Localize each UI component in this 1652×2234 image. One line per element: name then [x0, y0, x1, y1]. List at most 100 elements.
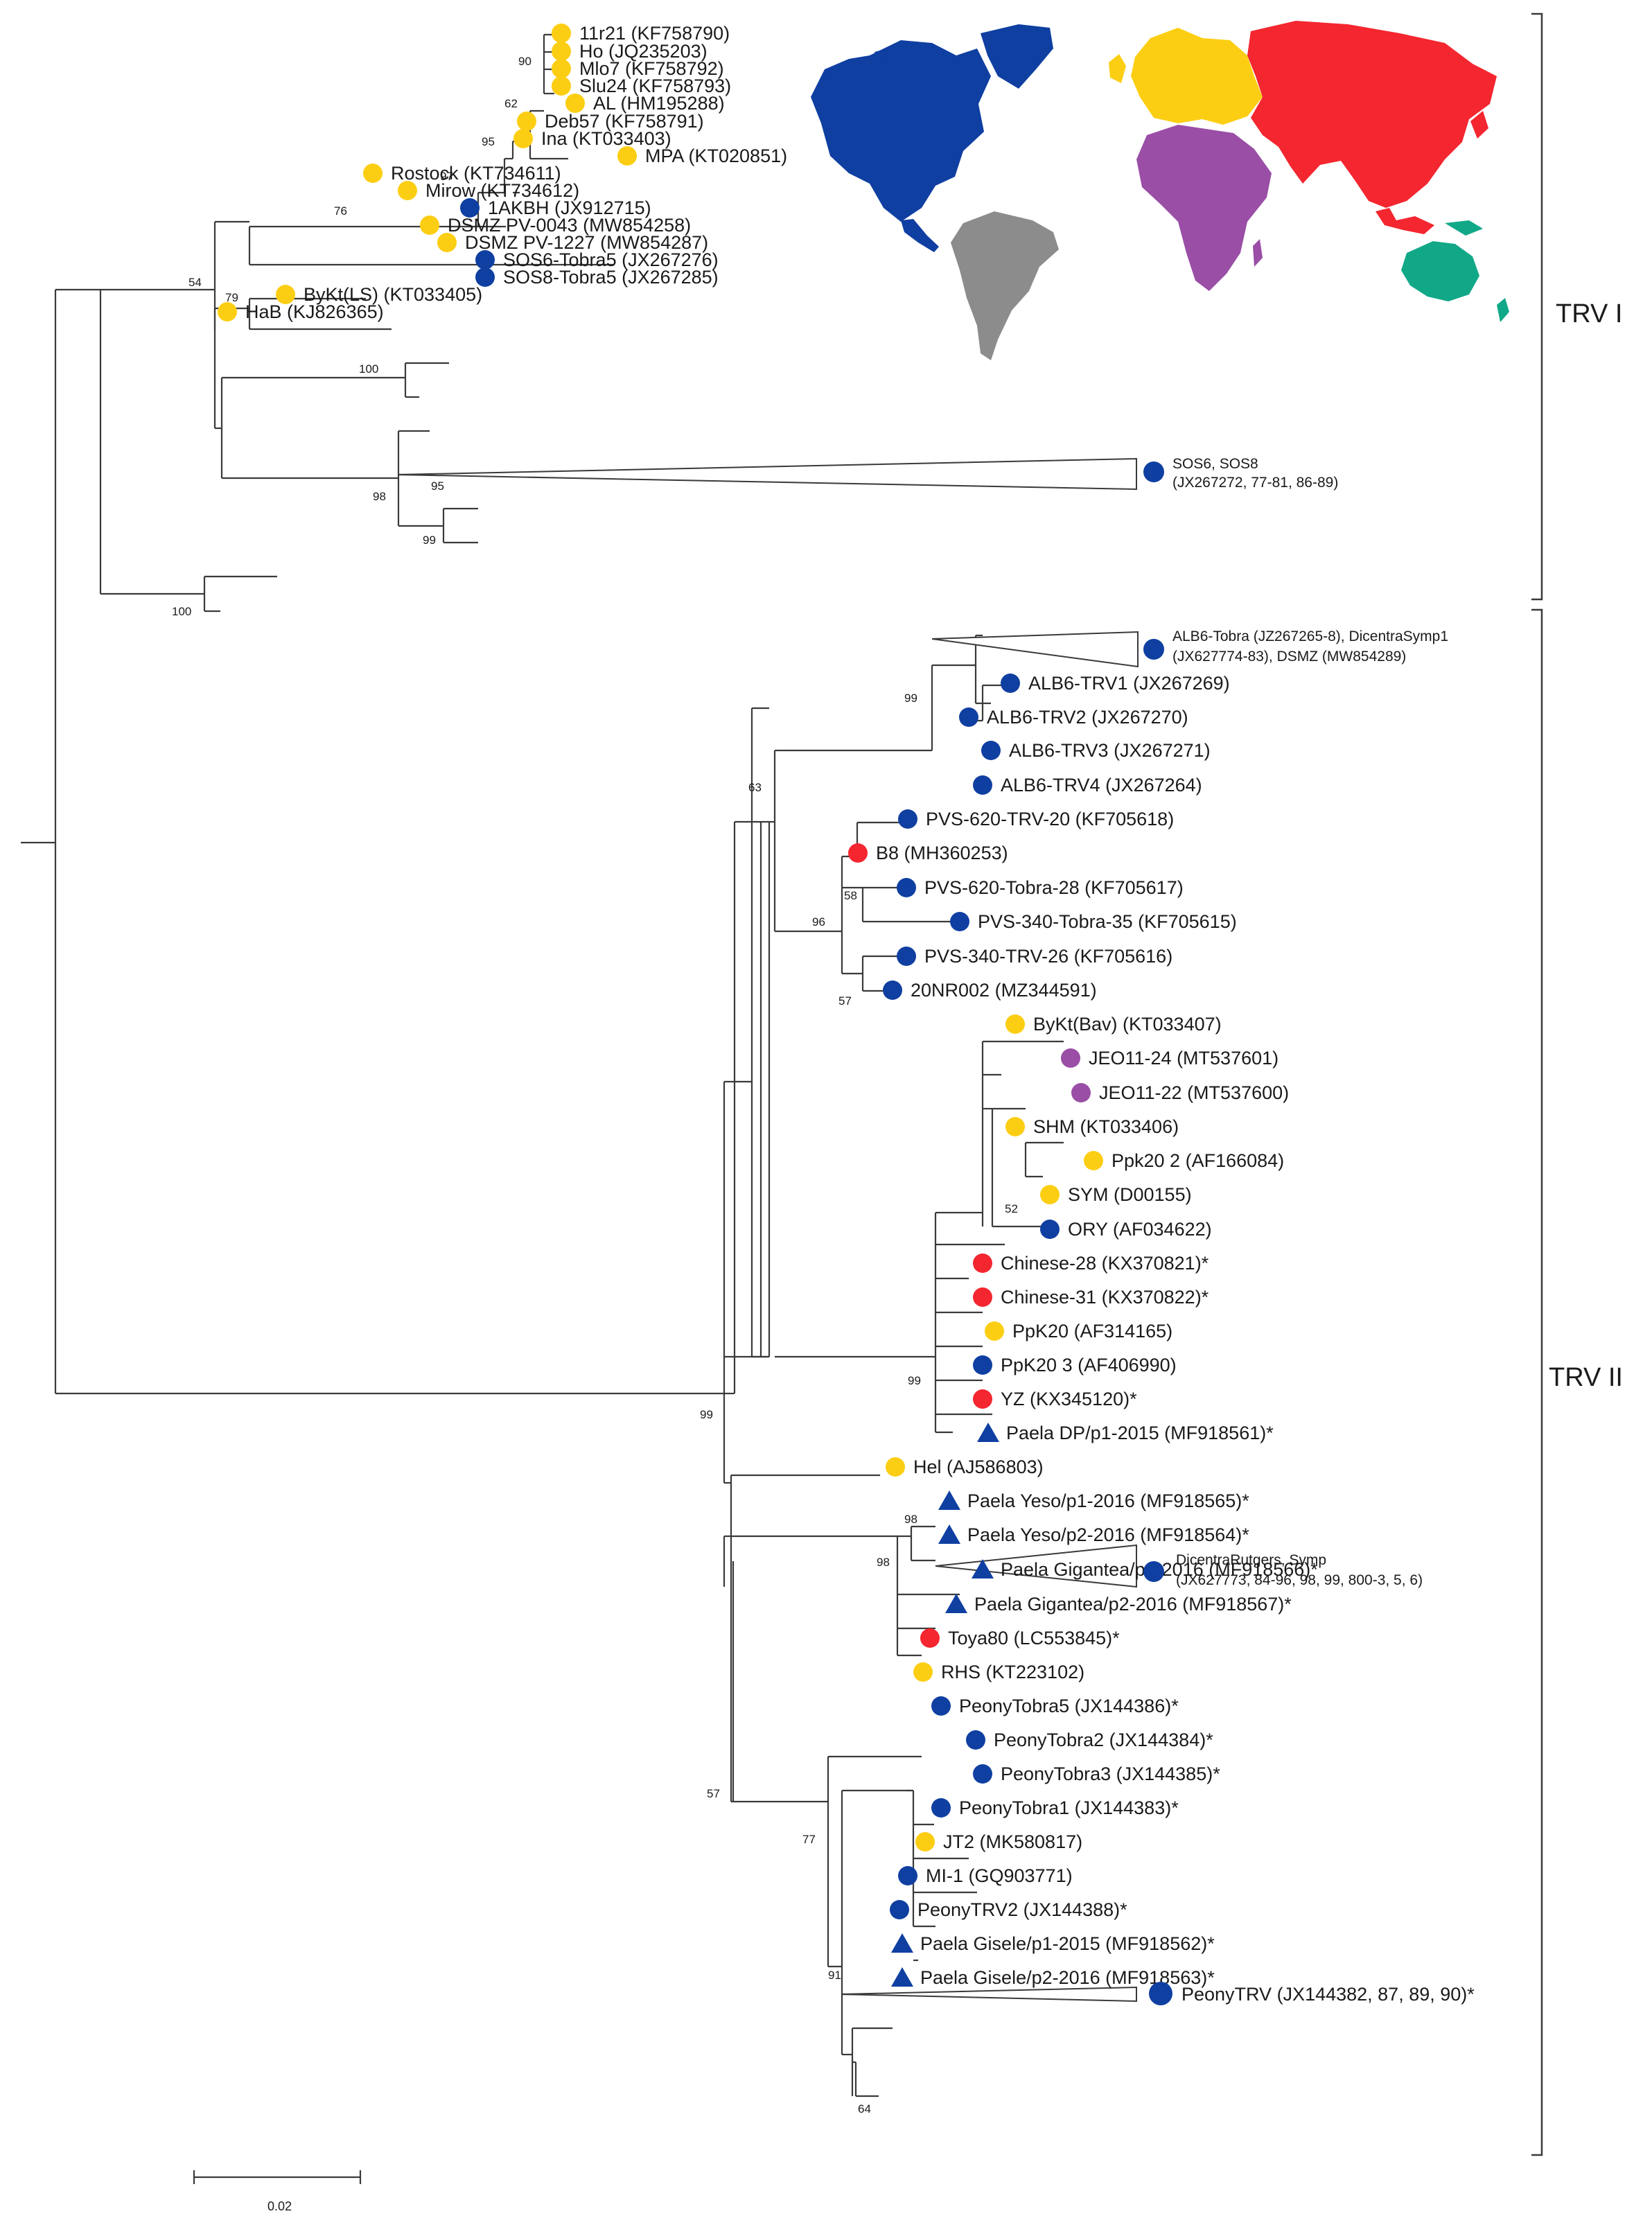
leaf-circle-marker: [931, 1696, 951, 1716]
support-value: 98: [904, 1513, 917, 1526]
leaf-triangle-marker: [977, 1423, 999, 1442]
leaf-circle-marker: [475, 267, 495, 287]
map-australia: [1401, 241, 1479, 301]
leaf-circle-marker: [886, 1457, 905, 1477]
map-greenland: [981, 24, 1053, 89]
leaf-circle-marker: [1040, 1185, 1060, 1204]
leaf-label: Paela DP/p1-2015 (MF918561)*: [1006, 1423, 1274, 1443]
leaf-label: PVS-620-Tobra-28 (KF705617): [924, 877, 1184, 898]
leaf-label: JT2 (MK580817): [943, 1831, 1082, 1852]
support-value: 100: [359, 362, 378, 376]
leaf-label: PVS-340-TRV-26 (KF705616): [924, 946, 1172, 967]
collapsed-clades: [398, 457, 1139, 2003]
map-madagascar: [1253, 239, 1263, 267]
support-value: 91: [828, 1969, 841, 1982]
leaf-label: Paela Yeso/p1-2016 (MF918565)*: [967, 1490, 1249, 1511]
leaf-circle-marker: [1005, 1014, 1025, 1034]
leaf-circle-marker: [973, 1389, 992, 1409]
collapsed-label-sos-1: SOS6, SOS8: [1172, 456, 1258, 472]
leaf-circle-marker: [897, 878, 916, 897]
support-value: 98: [373, 490, 386, 503]
leaf-label: PeonyTobra3 (JX144385)*: [1001, 1764, 1220, 1784]
leaf-circle-marker: [915, 1832, 935, 1852]
collapsed-label-peony: PeonyTRV (JX144382, 87, 89, 90)*: [1181, 1984, 1475, 2005]
collapsed-wedge-dicentra: [935, 1544, 1137, 1588]
leaf-circle-marker: [565, 94, 585, 113]
leaf-triangle-marker: [891, 1933, 913, 1953]
leaf-circle-marker: [973, 1355, 992, 1375]
leaf-circle-marker: [398, 181, 417, 200]
map-north-america: [811, 40, 991, 222]
leaf-label: PVS-620-TRV-20 (KF705618): [926, 809, 1174, 829]
collapsed-marker-alb6: [1143, 639, 1164, 660]
leaf-circle-marker: [420, 216, 439, 235]
leaf-circle-marker: [460, 198, 480, 218]
leaf-triangle-marker: [972, 1559, 994, 1578]
leaf-circle-marker: [1084, 1151, 1103, 1170]
support-value: 79: [225, 291, 238, 304]
leaf-circle-marker: [931, 1798, 951, 1818]
trv2-label: TRV II: [1549, 1363, 1623, 1392]
support-value: 99: [700, 1408, 713, 1421]
collapsed-labels: SOS6, SOS8 (JX267272, 77-81, 86-89) ALB6…: [1143, 456, 1475, 2005]
leaf-label: DSMZ PV-1227 (MW854287): [465, 232, 708, 253]
leaf-nodes: 11r21 (KF758790)Ho (JQ235203)Mlo7 (KF758…: [218, 23, 1318, 1988]
leaf-circle-marker: [1040, 1220, 1060, 1239]
leaf-circle-marker: [1001, 674, 1020, 693]
leaf-label: 20NR002 (MZ344591): [911, 980, 1097, 1001]
trv1-bracket: [1531, 12, 1543, 601]
leaf-circle-marker: [848, 843, 868, 863]
leaf-label: AL (HM195288): [593, 93, 725, 114]
leaf-label: ORY (AF034622): [1068, 1219, 1212, 1240]
leaf-circle-marker: [552, 76, 571, 96]
scale-bar-line: [193, 2170, 362, 2184]
leaf-label: Paela Yeso/p2-2016 (MF918564)*: [967, 1524, 1249, 1545]
leaf-circle-marker: [1005, 1117, 1025, 1136]
support-value: 62: [504, 97, 518, 110]
support-value: 77: [802, 1833, 816, 1846]
collapsed-wedge-peony: [841, 1986, 1137, 2003]
scale-bar: 0.02: [193, 2170, 362, 2213]
leaf-label: ByKt(Bav) (KT033407): [1033, 1014, 1222, 1035]
support-value: 64: [858, 2102, 871, 2116]
leaf-label: MPA (KT020851): [645, 146, 787, 166]
leaf-circle-marker: [966, 1730, 985, 1750]
leaf-label: Deb57 (KF758791): [545, 111, 704, 132]
collapsed-label-alb6-1: ALB6-Tobra (JZ267265-8), DicentraSymp1: [1172, 628, 1448, 644]
support-value: 63: [748, 781, 762, 794]
support-value: 97: [440, 170, 453, 183]
support-value: 99: [908, 1374, 921, 1387]
support-value: 52: [1005, 1202, 1018, 1215]
support-value: 90: [518, 55, 531, 68]
leaf-circle-marker: [218, 302, 237, 322]
leaf-triangle-marker: [891, 1967, 913, 1987]
leaf-circle-marker: [898, 809, 917, 829]
collapsed-label-alb6-2: (JX627774-83), DSMZ (MW854289): [1172, 649, 1406, 665]
leaf-label: HaB (KJ826365): [245, 301, 384, 322]
map-asia: [1247, 21, 1497, 208]
map-japan: [1470, 111, 1488, 139]
trv2-bracket: [1531, 608, 1543, 2156]
leaf-circle-marker: [950, 912, 969, 931]
leaf-label: Ho (JQ235203): [579, 41, 708, 62]
leaf-label: Mlo7 (KF758792): [579, 58, 724, 79]
leaf-label: Rostock (KT734611): [391, 163, 561, 184]
leaf-triangle-marker: [938, 1524, 960, 1544]
collapsed-label-dicentra-1: DicentraRutgers, Symp: [1176, 1552, 1326, 1568]
leaf-circle-marker: [913, 1662, 933, 1682]
support-value: 57: [838, 994, 852, 1008]
leaf-circle-marker: [617, 146, 637, 166]
trv1-label: TRV I: [1556, 299, 1622, 328]
collapsed-wedge-sos: [398, 457, 1137, 491]
collapsed-wedge-alb6: [931, 631, 1139, 668]
leaf-label: PeonyTobra5 (JX144386)*: [959, 1696, 1179, 1716]
leaf-label: Ppk20 2 (AF166084): [1111, 1150, 1284, 1171]
leaf-circle-marker: [898, 1866, 917, 1885]
collapsed-label-sos-2: (JX267272, 77-81, 86-89): [1172, 475, 1338, 491]
leaf-circle-marker: [552, 42, 571, 61]
leaf-circle-marker: [517, 112, 536, 131]
leaf-triangle-marker: [938, 1490, 960, 1510]
support-value: 100: [172, 605, 191, 618]
